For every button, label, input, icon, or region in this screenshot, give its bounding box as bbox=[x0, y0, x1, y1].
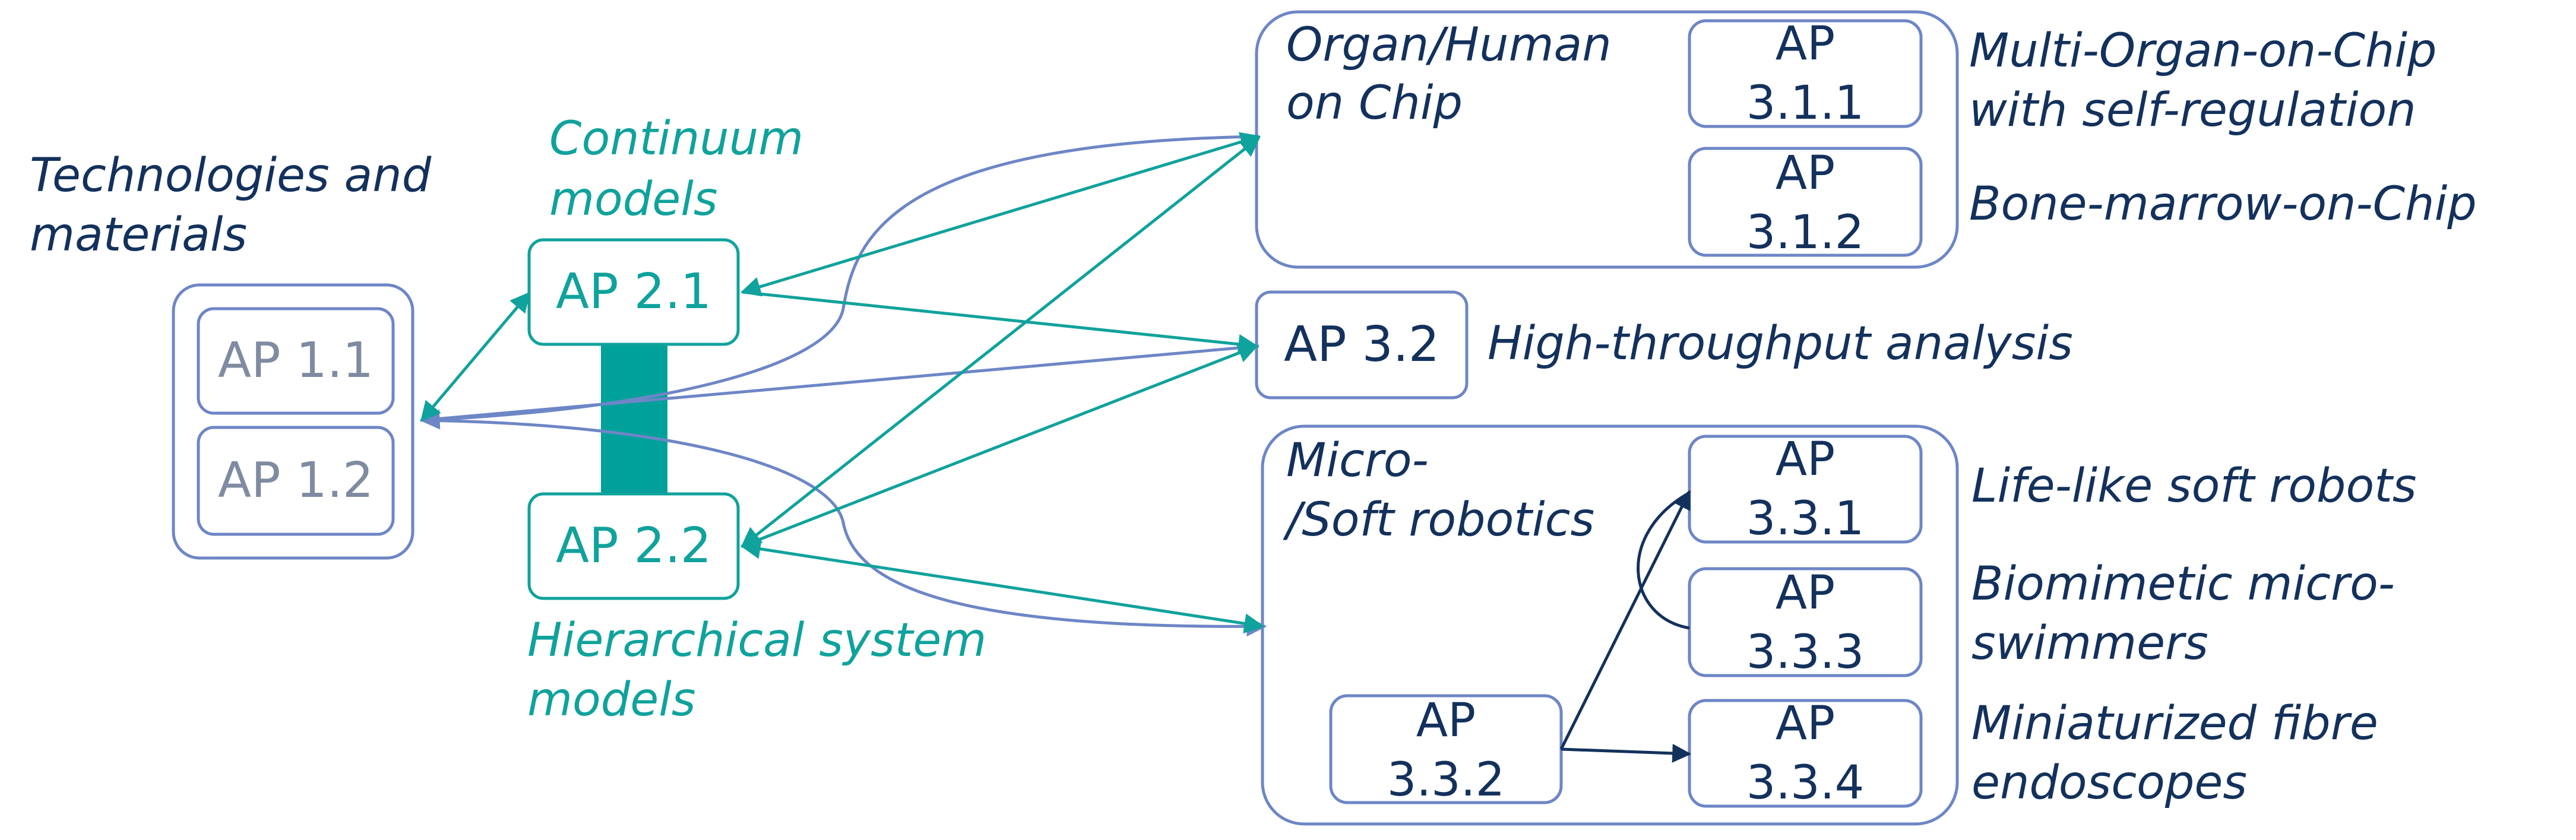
robotics-label-1: Micro- bbox=[1286, 434, 1429, 487]
ap-3-3-4-label-bottom: 3.3.4 bbox=[1746, 756, 1864, 810]
arrow-ap-3-3-2-to-3-3-4 bbox=[1561, 743, 1692, 763]
technologies-label-1: Technologies and bbox=[30, 149, 432, 202]
arrow-ap2-1-ap-3-2 bbox=[742, 290, 1259, 354]
continuum-label-1: Continuum bbox=[549, 112, 803, 166]
ap-3-1-2-label-bottom: 3.1.2 bbox=[1746, 206, 1864, 259]
ap-3-3-4-label-top: AP bbox=[1776, 697, 1835, 750]
ap-3-3-3-box bbox=[1688, 567, 1923, 677]
ap-3-2-label: AP 3.2 bbox=[1284, 316, 1439, 373]
multi-organ-label-1: Multi-Organ-on-Chip bbox=[1969, 24, 2437, 78]
ap1-container bbox=[172, 283, 414, 560]
ap-2-2-box bbox=[527, 492, 740, 600]
ap-1-2-label: AP 1.2 bbox=[218, 452, 374, 509]
arrow-ap-3-3-3-to-3-3-1 bbox=[1637, 491, 1691, 630]
organ-chip-label-2: on Chip bbox=[1286, 77, 1463, 130]
arrow-ap2-2-organ-chip bbox=[740, 136, 1261, 548]
ap-3-1-2-box bbox=[1688, 147, 1923, 257]
organ-chip-label-1: Organ/Human bbox=[1286, 18, 1612, 72]
ap-2-2-label: AP 2.2 bbox=[556, 518, 711, 574]
arrow-ap2-2-robotics bbox=[740, 538, 1265, 634]
ap2-link-bar bbox=[601, 344, 667, 497]
biomimetic-label-1: Biomimetic micro- bbox=[1971, 557, 2395, 611]
arrow-ap1-ap2-1 bbox=[420, 291, 531, 422]
arrow-ap1-to-ap-3-2 bbox=[421, 344, 1259, 422]
hierarchical-label-2: models bbox=[527, 673, 696, 727]
ap-3-3-2-label-bottom: 3.3.2 bbox=[1387, 753, 1505, 807]
ap-3-1-1-label-top: AP bbox=[1776, 17, 1835, 71]
arrow-ap-3-3-2-to-3-3-1 bbox=[1559, 490, 1691, 750]
arrow-ap2-1-organ-chip bbox=[740, 132, 1261, 297]
ap-3-1-2-label-top: AP bbox=[1776, 147, 1835, 200]
ap-3-1-1-box bbox=[1688, 19, 1923, 128]
multi-organ-label-2: with self-regulation bbox=[1969, 84, 2416, 137]
biomimetic-label-2: swimmers bbox=[1971, 617, 2208, 670]
ap-3-3-1-box bbox=[1688, 435, 1923, 544]
fibre-label-2: endoscopes bbox=[1971, 756, 2247, 810]
ap-3-3-2-label-top: AP bbox=[1416, 694, 1476, 747]
continuum-label-2: models bbox=[549, 173, 718, 226]
ap-1-1-label: AP 1.1 bbox=[218, 332, 374, 389]
robotics-label-2: /Soft robotics bbox=[1283, 493, 1594, 547]
technologies-label-2: materials bbox=[30, 208, 247, 262]
ap-1-2-box bbox=[197, 426, 395, 536]
high-throughput-label: High-throughput analysis bbox=[1488, 317, 2073, 370]
ap-3-3-3-label-top: AP bbox=[1776, 566, 1835, 620]
bone-marrow-label: Bone-marrow-on-Chip bbox=[1969, 177, 2477, 231]
arrow-ap2-2-ap-3-2 bbox=[742, 343, 1259, 548]
ap-3-3-3-label-bottom: 3.3.3 bbox=[1746, 626, 1864, 679]
ap-3-3-1-label-bottom: 3.3.1 bbox=[1746, 492, 1864, 546]
life-like-label: Life-like soft robots bbox=[1971, 459, 2416, 513]
ap-1-1-box bbox=[197, 307, 395, 415]
hierarchical-label-1: Hierarchical system bbox=[527, 614, 986, 667]
fibre-label-1: Miniaturized fibre bbox=[1971, 697, 2378, 750]
ap-2-1-label: AP 2.1 bbox=[556, 264, 711, 320]
ap-3-3-1-label-top: AP bbox=[1776, 433, 1835, 486]
ap-3-1-1-label-bottom: 3.1.1 bbox=[1746, 77, 1864, 130]
